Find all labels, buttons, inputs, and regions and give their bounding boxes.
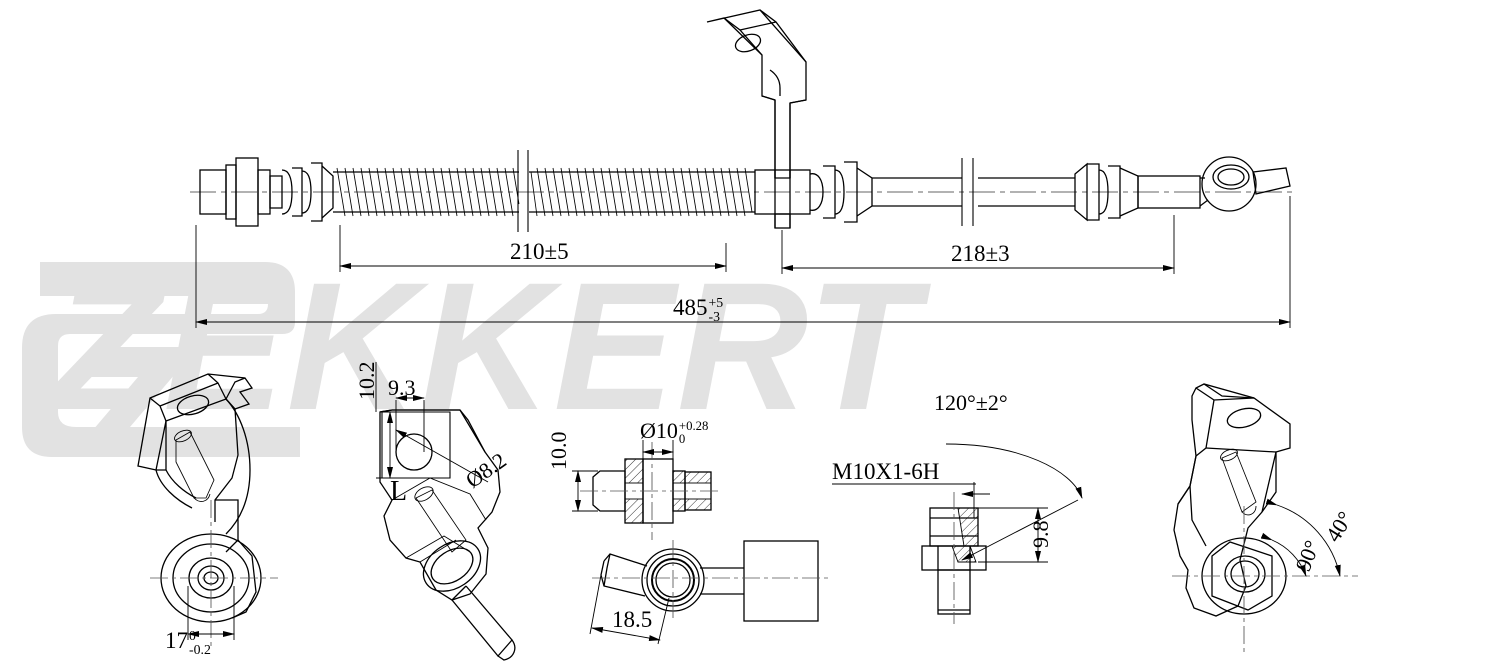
dimension-485-tol-lower: -3 [708, 308, 721, 324]
flexible-hose-section [333, 150, 755, 232]
center-crimp-fitting [754, 161, 873, 229]
dimension-label-10-2: 10.2 [354, 361, 379, 401]
dimension-d10-tol-upper: +0.28 [678, 419, 709, 434]
thread-spec-label: M10X1-6H [832, 459, 940, 484]
detail-left-bracket [137, 373, 278, 646]
left-end-fitting [199, 157, 334, 227]
dimension-17-tol-upper: 0 [189, 628, 196, 643]
detail-mid-bracket [375, 362, 516, 661]
detail-banjo-fitting [572, 440, 830, 645]
mid-bracket-side-label: L [390, 476, 408, 507]
dimension-label-d10: Ø10 +0.28 0 [640, 420, 708, 446]
dimension-d10-tol-lower: 0 [678, 431, 686, 446]
dimension-label-210: 210±5 [510, 239, 569, 264]
dimension-485 [195, 196, 1291, 328]
dimension-d10-base: Ø10 [640, 418, 678, 443]
dimension-label-9-8: 9.8 [1028, 520, 1053, 549]
dimension-210 [339, 225, 727, 272]
dimension-label-485: 485 +5 -3 [673, 296, 723, 324]
dimension-485-tol-upper: +5 [708, 295, 724, 310]
dimension-label-17: 17 0 -0.2 [165, 629, 211, 657]
dimension-label-18-5: 18.5 [612, 607, 653, 632]
dimension-485-base: 485 [673, 295, 708, 321]
dimension-label-120deg: 120°±2° [934, 390, 1008, 415]
dimension-label-10-0: 10.0 [546, 431, 571, 471]
dimension-17-tol-lower: -0.2 [189, 641, 211, 657]
dimension-label-218: 218±3 [951, 241, 1010, 266]
right-end-banjo-fitting [1074, 156, 1291, 222]
detail-threaded-fitting [832, 443, 1083, 624]
right-tube-section [872, 158, 1075, 226]
dimension-218 [781, 215, 1175, 274]
detail-right-bracket [1172, 383, 1358, 652]
mid-bracket [706, 9, 807, 179]
dimension-label-9-3: 9.3 [388, 375, 416, 400]
dimension-17-base: 17 [165, 628, 188, 654]
